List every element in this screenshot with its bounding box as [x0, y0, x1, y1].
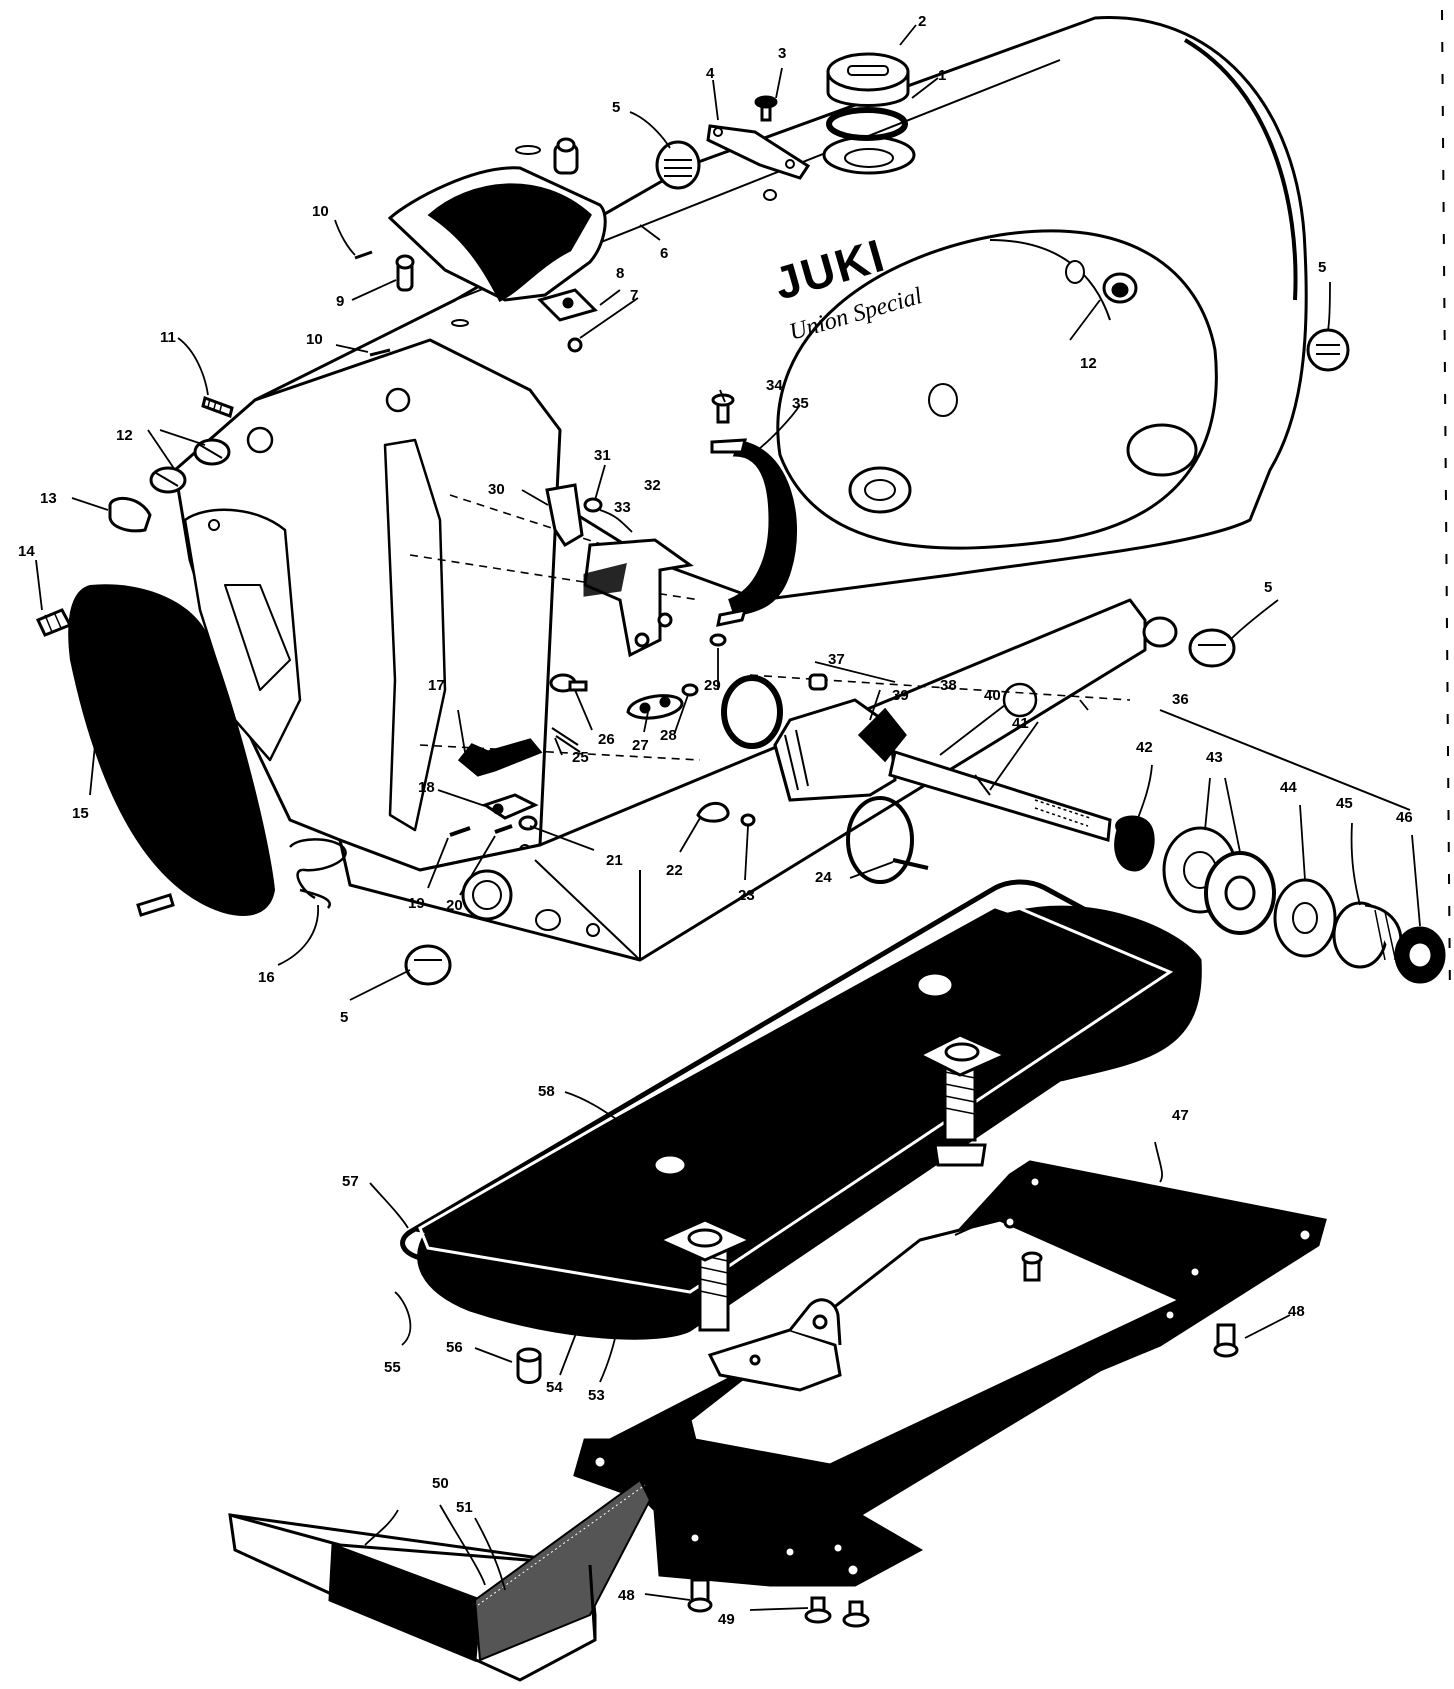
callout-39: 39 — [892, 687, 909, 704]
callout-24: 24 — [815, 869, 832, 886]
callout-53: 53 — [588, 1387, 605, 1404]
face-cover-top — [387, 137, 607, 303]
thread-parts — [404, 328, 1350, 986]
shaft-assembly — [721, 673, 1446, 984]
callout-19: 19 — [408, 895, 425, 912]
spring-16 — [289, 838, 347, 909]
callout-44: 44 — [1280, 779, 1297, 796]
callout-23: 23 — [738, 887, 755, 904]
leader-lines — [35, 24, 1421, 1611]
plug-12-arm — [1102, 272, 1138, 304]
callout-1: 1 — [938, 67, 946, 84]
callout-31: 31 — [594, 447, 611, 464]
top-bracket — [706, 124, 811, 180]
callout-14: 14 — [18, 543, 35, 560]
plate-screw — [136, 893, 175, 917]
callout-55: 55 — [384, 1359, 401, 1376]
callout-48-right: 48 — [1288, 1303, 1305, 1320]
callout-57: 57 — [342, 1173, 359, 1190]
screws-49 — [804, 1596, 870, 1628]
callout-8: 8 — [616, 265, 624, 282]
callout-12-left: 12 — [116, 427, 133, 444]
callout-12-arm: 12 — [1080, 355, 1097, 372]
bed-block — [338, 494, 1147, 962]
bracket-52 — [707, 1298, 842, 1392]
callout-25: 25 — [572, 749, 589, 766]
callout-43: 43 — [1206, 749, 1223, 766]
oil-cap — [826, 52, 910, 107]
callout-10-top: 10 — [312, 203, 329, 220]
callout-5-right: 5 — [1318, 259, 1326, 276]
cap-13 — [108, 496, 152, 533]
callout-42: 42 — [1136, 739, 1153, 756]
callout-17: 17 — [428, 677, 445, 694]
callout-50: 50 — [432, 1475, 449, 1492]
callout-3: 3 — [778, 45, 786, 62]
callout-38: 38 — [940, 677, 957, 694]
callout-30: 30 — [488, 481, 505, 498]
small-plate-8 — [537, 288, 598, 353]
callout-36: 36 — [1172, 691, 1189, 708]
plugs-12-left — [149, 438, 231, 494]
callout-7: 7 — [630, 287, 638, 304]
callout-4: 4 — [706, 65, 715, 82]
callout-11: 11 — [160, 329, 176, 346]
callout-5-bottom: 5 — [340, 1009, 348, 1026]
callout-37: 37 — [828, 651, 845, 668]
hinge-9 — [395, 254, 415, 292]
callout-51: 51 — [456, 1499, 473, 1516]
callout-13: 13 — [40, 490, 57, 507]
callout-labels: 1 2 3 4 5 6 7 8 9 10 10 11 12 12 13 14 1… — [18, 13, 1413, 1628]
oil-cap-gasket — [826, 107, 908, 141]
callout-41: 41 — [1012, 715, 1029, 732]
callout-26: 26 — [598, 731, 615, 748]
screws-48 — [687, 1323, 1239, 1613]
callout-29: 29 — [704, 677, 721, 694]
callout-9: 9 — [336, 293, 344, 310]
callout-47: 47 — [1172, 1107, 1189, 1124]
callout-10-mid: 10 — [306, 331, 323, 348]
callout-56: 56 — [446, 1339, 463, 1356]
callout-2: 2 — [918, 13, 926, 30]
plug-top — [655, 140, 701, 190]
arm-details — [451, 135, 1198, 514]
callout-18: 18 — [418, 779, 435, 796]
setscrew-11 — [201, 396, 234, 418]
callout-48-bottom: 48 — [618, 1587, 635, 1604]
face-plate-15 — [68, 584, 276, 916]
callout-49: 49 — [718, 1611, 735, 1628]
pins-10 — [354, 250, 391, 357]
callout-6: 6 — [660, 245, 668, 262]
callout-16: 16 — [258, 969, 275, 986]
callout-22: 22 — [666, 862, 683, 879]
callout-27: 27 — [632, 737, 649, 754]
callout-34: 34 — [766, 377, 783, 394]
callout-40: 40 — [984, 687, 1001, 704]
screw-14 — [35, 608, 73, 637]
callout-46: 46 — [1396, 809, 1413, 826]
callout-58: 58 — [538, 1083, 555, 1100]
callout-54: 54 — [546, 1379, 563, 1396]
callout-21: 21 — [606, 852, 623, 869]
callout-32: 32 — [644, 477, 661, 494]
callout-35: 35 — [792, 395, 809, 412]
top-screw — [754, 95, 778, 122]
callout-52: 52 — [652, 1417, 669, 1434]
page-edge-dashes — [1441, 9, 1451, 1001]
callout-5-bed: 5 — [1264, 579, 1272, 596]
callout-28: 28 — [660, 727, 677, 744]
bolts — [656, 1033, 1009, 1332]
oil-pan — [400, 879, 1202, 1384]
callout-33: 33 — [614, 499, 631, 516]
callout-45: 45 — [1336, 795, 1353, 812]
callout-20: 20 — [446, 897, 463, 914]
callout-15: 15 — [72, 805, 89, 822]
drip-tray-50 — [228, 1478, 652, 1682]
callout-5-top: 5 — [612, 99, 620, 116]
base-plate-47 — [573, 1160, 1327, 1587]
